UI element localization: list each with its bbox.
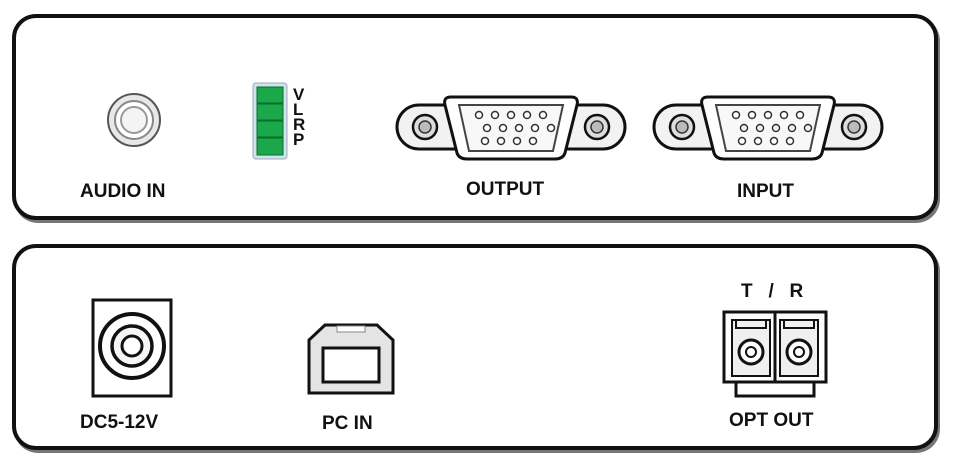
led-indicator-icon xyxy=(252,82,288,160)
opt-out-label: OPT OUT xyxy=(729,410,814,431)
output-label: OUTPUT xyxy=(466,179,545,200)
led-letter-v: V xyxy=(293,85,305,104)
led-letter-l: L xyxy=(293,100,304,119)
pc-in-label: PC IN xyxy=(322,413,373,434)
dc-power-label: DC5-12V xyxy=(80,412,159,433)
input-label: INPUT xyxy=(737,181,794,202)
indicator-letters: V L R P xyxy=(293,85,306,149)
audio-jack-icon xyxy=(107,93,161,147)
led-letter-p: P xyxy=(293,130,305,149)
usb-b-port-icon xyxy=(307,323,395,395)
tr-label: T / R xyxy=(741,281,804,302)
vga-output-icon xyxy=(395,95,627,161)
dc-power-jack-icon xyxy=(91,298,173,398)
vga-input-icon xyxy=(652,95,884,161)
audio-in-label: AUDIO IN xyxy=(80,181,166,202)
fiber-duplex-port-icon xyxy=(722,310,828,398)
led-letter-r: R xyxy=(293,115,306,134)
